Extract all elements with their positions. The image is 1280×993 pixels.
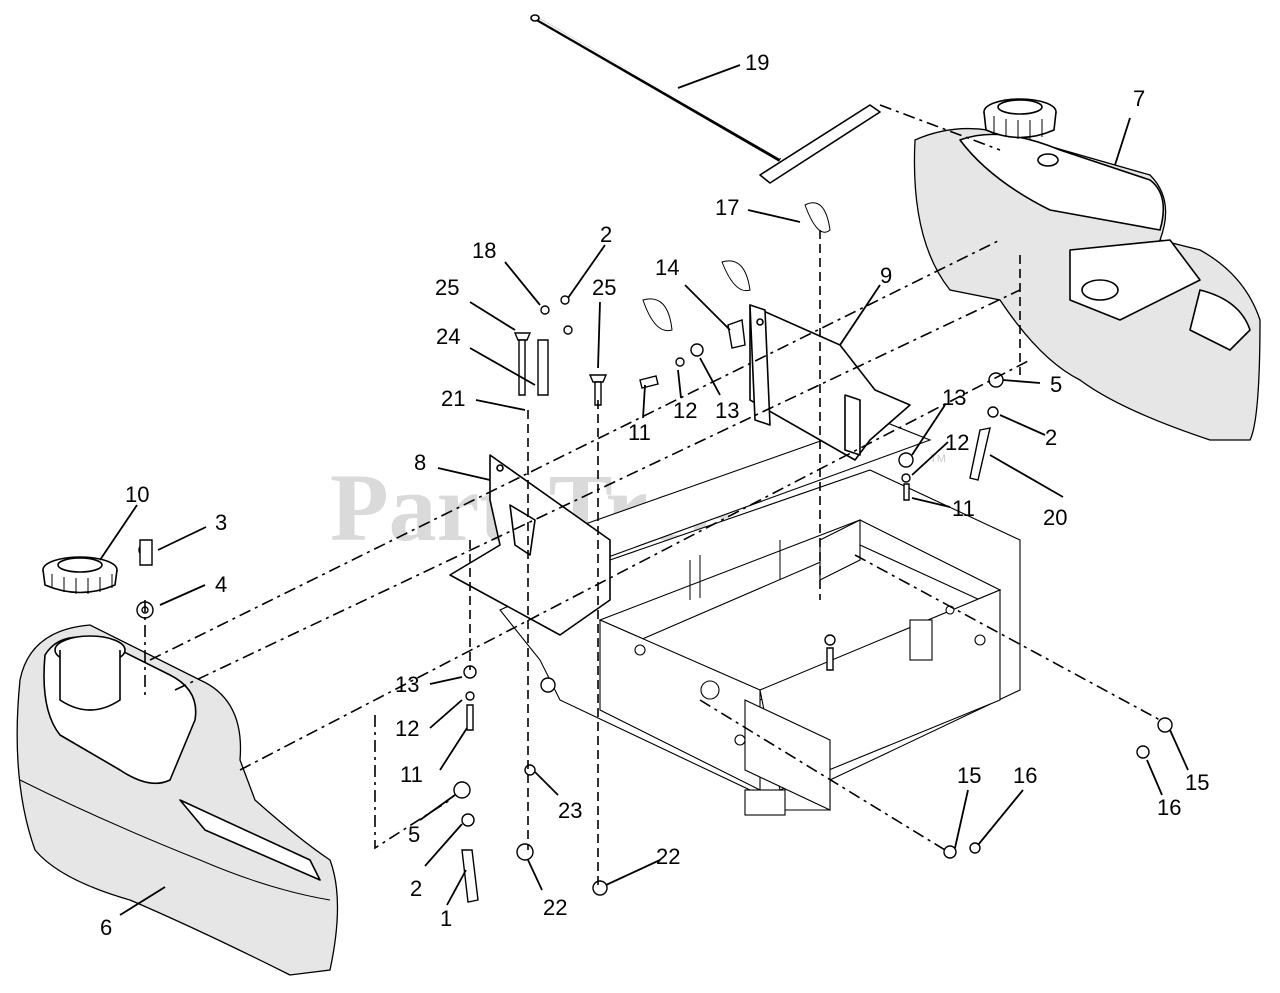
callout-15: 15 bbox=[957, 763, 981, 788]
callout-9: 9 bbox=[880, 263, 892, 288]
callout-11: 11 bbox=[628, 420, 651, 445]
callout-10: 10 bbox=[125, 482, 149, 507]
callout-11: 11 bbox=[952, 496, 975, 521]
callout-14: 14 bbox=[655, 255, 679, 280]
callout-4: 4 bbox=[215, 572, 227, 597]
watermark-trademark: TM bbox=[930, 453, 946, 465]
callout-21: 21 bbox=[441, 386, 465, 411]
callout-5: 5 bbox=[408, 822, 420, 847]
callout-13: 13 bbox=[942, 385, 966, 410]
callout-25: 25 bbox=[592, 275, 616, 300]
callout-2: 2 bbox=[1045, 425, 1057, 450]
callout-24: 24 bbox=[436, 324, 460, 349]
callout-7: 7 bbox=[1133, 86, 1145, 111]
bracket-9 bbox=[749, 304, 911, 461]
callout-13: 13 bbox=[715, 398, 739, 423]
callout-2: 2 bbox=[600, 222, 612, 247]
callout-12: 12 bbox=[395, 716, 419, 741]
mower-frame bbox=[499, 419, 1021, 816]
callout-19: 19 bbox=[745, 50, 769, 75]
callout-11: 11 bbox=[400, 762, 423, 787]
fuel-tank-right bbox=[913, 127, 1261, 441]
fuel-cap-left bbox=[42, 556, 118, 594]
callout-12: 12 bbox=[945, 430, 969, 455]
callout-1: 1 bbox=[440, 906, 452, 931]
hardware-parts bbox=[136, 202, 1173, 903]
callout-23: 23 bbox=[558, 798, 582, 823]
callout-18: 18 bbox=[472, 238, 496, 263]
callout-25: 25 bbox=[435, 275, 459, 300]
callout-8: 8 bbox=[414, 450, 426, 475]
callout-20: 20 bbox=[1043, 505, 1067, 530]
leader-lines bbox=[99, 64, 1189, 916]
fuel-cap-right bbox=[983, 98, 1059, 167]
callout-22: 22 bbox=[656, 844, 680, 869]
callout-5: 5 bbox=[1050, 372, 1062, 397]
callout-2: 2 bbox=[410, 876, 422, 901]
callout-13: 13 bbox=[395, 672, 419, 697]
fuel-tank-left bbox=[16, 624, 339, 976]
callout-6: 6 bbox=[100, 915, 112, 940]
callout-12: 12 bbox=[673, 398, 697, 423]
callout-15: 15 bbox=[1185, 770, 1209, 795]
callout-16: 16 bbox=[1013, 763, 1037, 788]
callout-17: 17 bbox=[715, 195, 739, 220]
assembly-lines bbox=[144, 104, 1161, 885]
callout-16: 16 bbox=[1157, 795, 1181, 820]
callout-3: 3 bbox=[215, 510, 227, 535]
callout-labels: 19 7 17 2 18 14 9 25 25 24 21 11 12 13 5… bbox=[100, 50, 1209, 940]
callout-22: 22 bbox=[543, 895, 567, 920]
fuel-line-rod bbox=[530, 14, 881, 184]
